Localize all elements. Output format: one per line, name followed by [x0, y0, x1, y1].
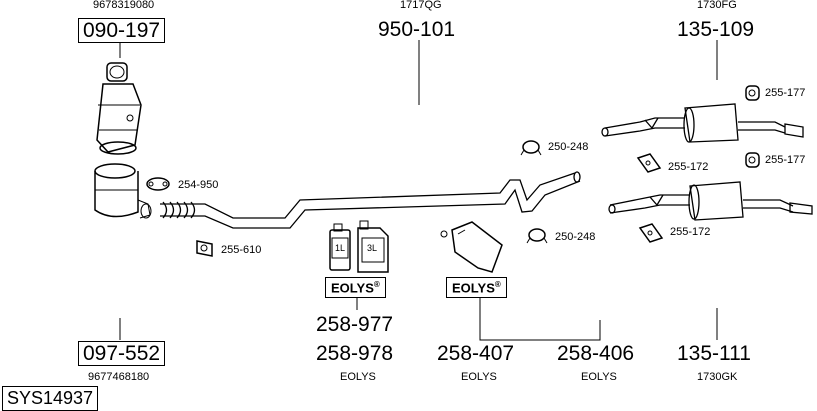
part-label-250-248-upper[interactable]: 250-248 — [548, 141, 589, 153]
part-number-258-407[interactable]: 258-407 — [437, 342, 515, 365]
additive-tank-258-407 — [440, 221, 503, 273]
gasket-255-610 — [196, 240, 213, 257]
eolys-badge-text: EOLYS — [452, 280, 495, 296]
rear-silencer-135-109 — [601, 103, 804, 143]
part-number-097-552[interactable]: 097-552 — [78, 341, 166, 366]
ref-eolys-258-407: EOLYS — [461, 371, 497, 383]
clamp-254-950 — [146, 177, 170, 191]
part-number-090-197[interactable]: 090-197 — [78, 18, 166, 43]
fluid-can-3l — [357, 220, 389, 273]
system-code: SYS14937 — [2, 386, 99, 411]
ref-eolys-258-978: EOLYS — [340, 371, 376, 383]
mount-255-172-lower — [638, 223, 664, 243]
part-label-255-172-lower[interactable]: 255-172 — [670, 226, 711, 238]
ref-1730GK: 1730GK — [697, 371, 738, 383]
part-label-250-248-lower[interactable]: 250-248 — [555, 231, 596, 243]
part-number-950-101[interactable]: 950-101 — [378, 18, 456, 41]
mount-255-172-upper — [636, 153, 662, 173]
part-number-135-109[interactable]: 135-109 — [677, 18, 755, 41]
can-label-1l: 1L — [335, 243, 346, 253]
ref-9677468180: 9677468180 — [88, 371, 150, 383]
eolys-badge-left: EOLYS® — [325, 277, 386, 299]
hanger-255-177-lower — [745, 152, 760, 168]
catalytic-converter-090-197 — [96, 62, 142, 155]
registered-mark: ® — [373, 280, 380, 289]
fluid-can-1l — [329, 223, 351, 271]
ref-eolys-258-406: EOLYS — [581, 371, 617, 383]
part-number-258-406[interactable]: 258-406 — [557, 342, 635, 365]
ref-1717QG: 1717QG — [400, 0, 442, 11]
hanger-255-177-upper — [745, 85, 760, 101]
particulate-filter-097-552 — [94, 163, 152, 219]
part-label-255-610[interactable]: 255-610 — [221, 244, 262, 256]
ref-1730FG: 1730FG — [697, 0, 737, 11]
can-label-3l: 3L — [367, 243, 378, 253]
pipe-950-101 — [160, 171, 581, 229]
rear-silencer-135-111 — [608, 181, 813, 221]
part-label-254-950[interactable]: 254-950 — [178, 179, 219, 191]
part-number-135-111[interactable]: 135-111 — [677, 342, 751, 365]
part-number-258-978[interactable]: 258-978 — [316, 342, 394, 365]
ref-9678319080: 9678319080 — [93, 0, 155, 11]
part-label-255-177-lower[interactable]: 255-177 — [765, 154, 806, 166]
leader-258-407-406 — [479, 298, 601, 341]
part-label-255-177-upper[interactable]: 255-177 — [765, 87, 806, 99]
eolys-badge-right: EOLYS® — [446, 277, 507, 299]
part-label-255-172-upper[interactable]: 255-172 — [668, 161, 709, 173]
registered-mark: ® — [494, 280, 501, 289]
eolys-badge-text: EOLYS — [331, 280, 374, 296]
part-number-258-977[interactable]: 258-977 — [316, 313, 394, 336]
clamp-250-248-lower — [526, 228, 548, 244]
clamp-250-248-upper — [520, 140, 542, 156]
